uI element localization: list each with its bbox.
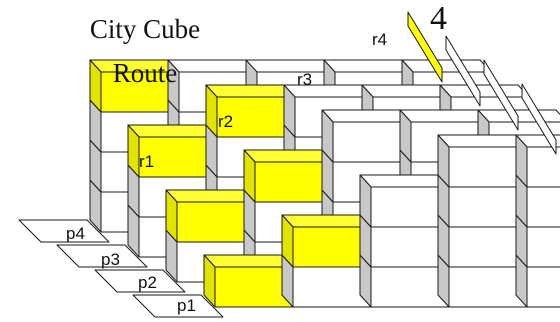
- cube-top-face: [399, 109, 490, 123]
- floor-tile: [94, 269, 186, 293]
- cube-front-face: [526, 146, 560, 188]
- row-label-r2: r2: [218, 112, 234, 131]
- cube-front-face: [370, 186, 450, 228]
- cube-top-face: [203, 254, 294, 268]
- floor-tile: [56, 244, 148, 268]
- cube-top-face: [477, 109, 560, 123]
- row-label-p3: p3: [101, 250, 120, 269]
- floor-tile: [18, 219, 110, 243]
- cube-front-face: [448, 266, 528, 308]
- cube-top-face: [361, 84, 452, 98]
- cube-front-face: [370, 266, 450, 308]
- cube-front-face: [448, 186, 528, 228]
- cube-top-face: [323, 59, 414, 73]
- title-line-2: Route: [112, 58, 178, 88]
- row-label-r1: r1: [139, 152, 155, 171]
- edge-flag-panel: [483, 59, 519, 131]
- cube-front-face: [332, 121, 412, 163]
- edge-flag-panel: [445, 35, 481, 107]
- edge-flag-panel: [521, 83, 557, 155]
- cube-front-face: [526, 226, 560, 268]
- cube-front-face: [176, 201, 256, 243]
- cube-front-face: [254, 161, 334, 203]
- cube-top-face: [165, 189, 256, 203]
- cube-top-face: [439, 84, 530, 98]
- cube-front-face: [448, 226, 528, 268]
- cube-front-face: [526, 186, 560, 228]
- cube-top-face: [281, 214, 372, 228]
- view-number: 4: [430, 0, 447, 37]
- cube-top-face: [243, 149, 334, 163]
- row-label-p4: p4: [66, 224, 85, 243]
- cube-top-face: [127, 124, 218, 138]
- cube-front-face: [292, 266, 372, 308]
- cube-top-face: [359, 174, 450, 188]
- edge-flag-panel: [407, 11, 443, 83]
- floor-tile: [132, 294, 224, 318]
- cube-top-face: [245, 59, 336, 73]
- cube-top-face: [321, 109, 412, 123]
- row-label-r3: r3: [297, 70, 313, 89]
- cube-front-face: [370, 226, 450, 268]
- row-label-r4: r4: [372, 30, 388, 49]
- cube-front-face: [292, 226, 372, 268]
- cube-top-face: [437, 134, 528, 148]
- title-line-1: City Cube: [89, 14, 201, 44]
- row-label-p1: p1: [177, 296, 196, 315]
- cube-front-face: [448, 146, 528, 188]
- row-label-p2: p2: [138, 273, 157, 292]
- cube-front-face: [214, 266, 294, 308]
- cube-front-face: [526, 266, 560, 308]
- cube-top-face: [401, 59, 492, 73]
